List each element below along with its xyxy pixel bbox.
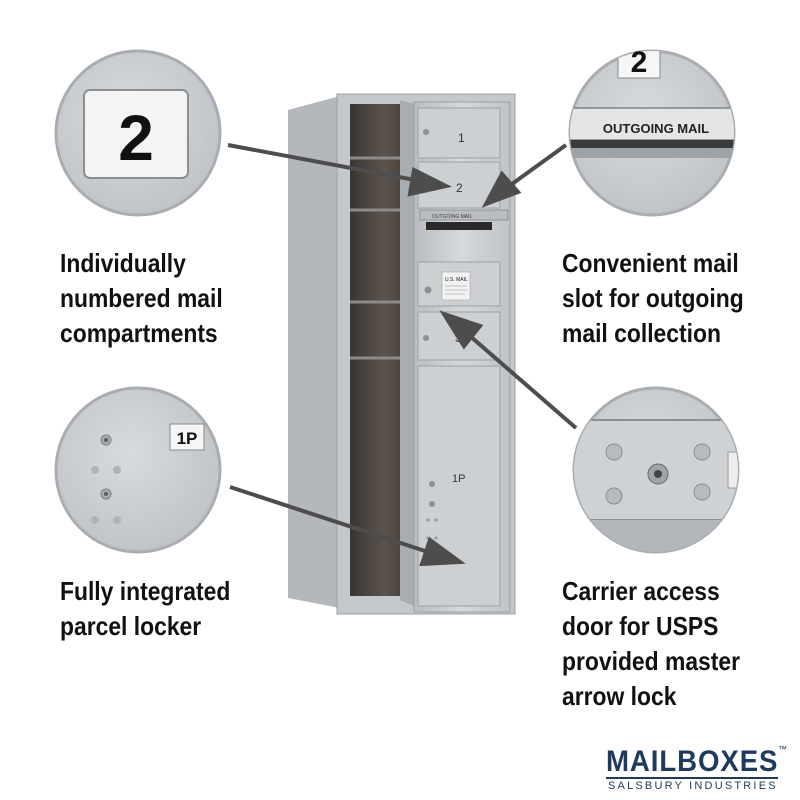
brand-trademark: ™ [778, 744, 787, 754]
shelves [350, 156, 408, 360]
outgoing-mail-plate: OUTGOING MAIL [603, 121, 709, 136]
parcel-badge: 1P [177, 429, 198, 448]
usps-label-text: U.S. MAIL [445, 277, 468, 283]
lock-icon [429, 501, 435, 507]
brand-tagline: SALSBURY INDUSTRIES [608, 780, 778, 792]
open-door-edge [400, 100, 414, 606]
callout-outgoing-circle: 2 OUTGOING MAIL [568, 46, 736, 217]
door-number-1: 1 [458, 131, 465, 145]
slot-plate [419, 209, 509, 221]
arrow-lock-icon [424, 286, 432, 294]
interior [350, 104, 408, 596]
pointer-arrows [227, 143, 578, 567]
caption-outgoing-slot: Convenient mail slot for outgoing mail c… [562, 248, 744, 348]
outgoing-slot[interactable] [426, 222, 492, 230]
compartment-door-1[interactable] [417, 107, 501, 159]
lock-icon [423, 129, 429, 135]
brand-divider [606, 777, 778, 779]
mailbox-unit: 1 2 OUTGOING MAIL U.S. MAIL 3 1P [288, 93, 516, 615]
brand-name: MAILBOXES [606, 745, 779, 778]
lock-icon [423, 335, 429, 341]
slot-plate-label: OUTGOING MAIL [432, 214, 473, 220]
callout-numbered-circle: 2 [54, 49, 222, 217]
caption-parcel-locker: Fully integrated parcel locker [60, 576, 231, 641]
door-number-2: 2 [456, 181, 463, 195]
slot-badge-number: 2 [631, 46, 648, 79]
side-panel [288, 96, 340, 608]
badge-number-2: 2 [118, 102, 154, 174]
parcel-number: 1P [452, 473, 465, 485]
caption-numbered-compartments: Individually numbered mail compartments [60, 248, 223, 348]
callout-carrier-circle [572, 386, 740, 554]
lock-icon [429, 481, 435, 487]
caption-carrier-access: Carrier access door for USPS provided ma… [562, 576, 741, 711]
arrow-lock-icon [654, 470, 662, 478]
callout-parcel-circle: 1P [54, 386, 222, 554]
